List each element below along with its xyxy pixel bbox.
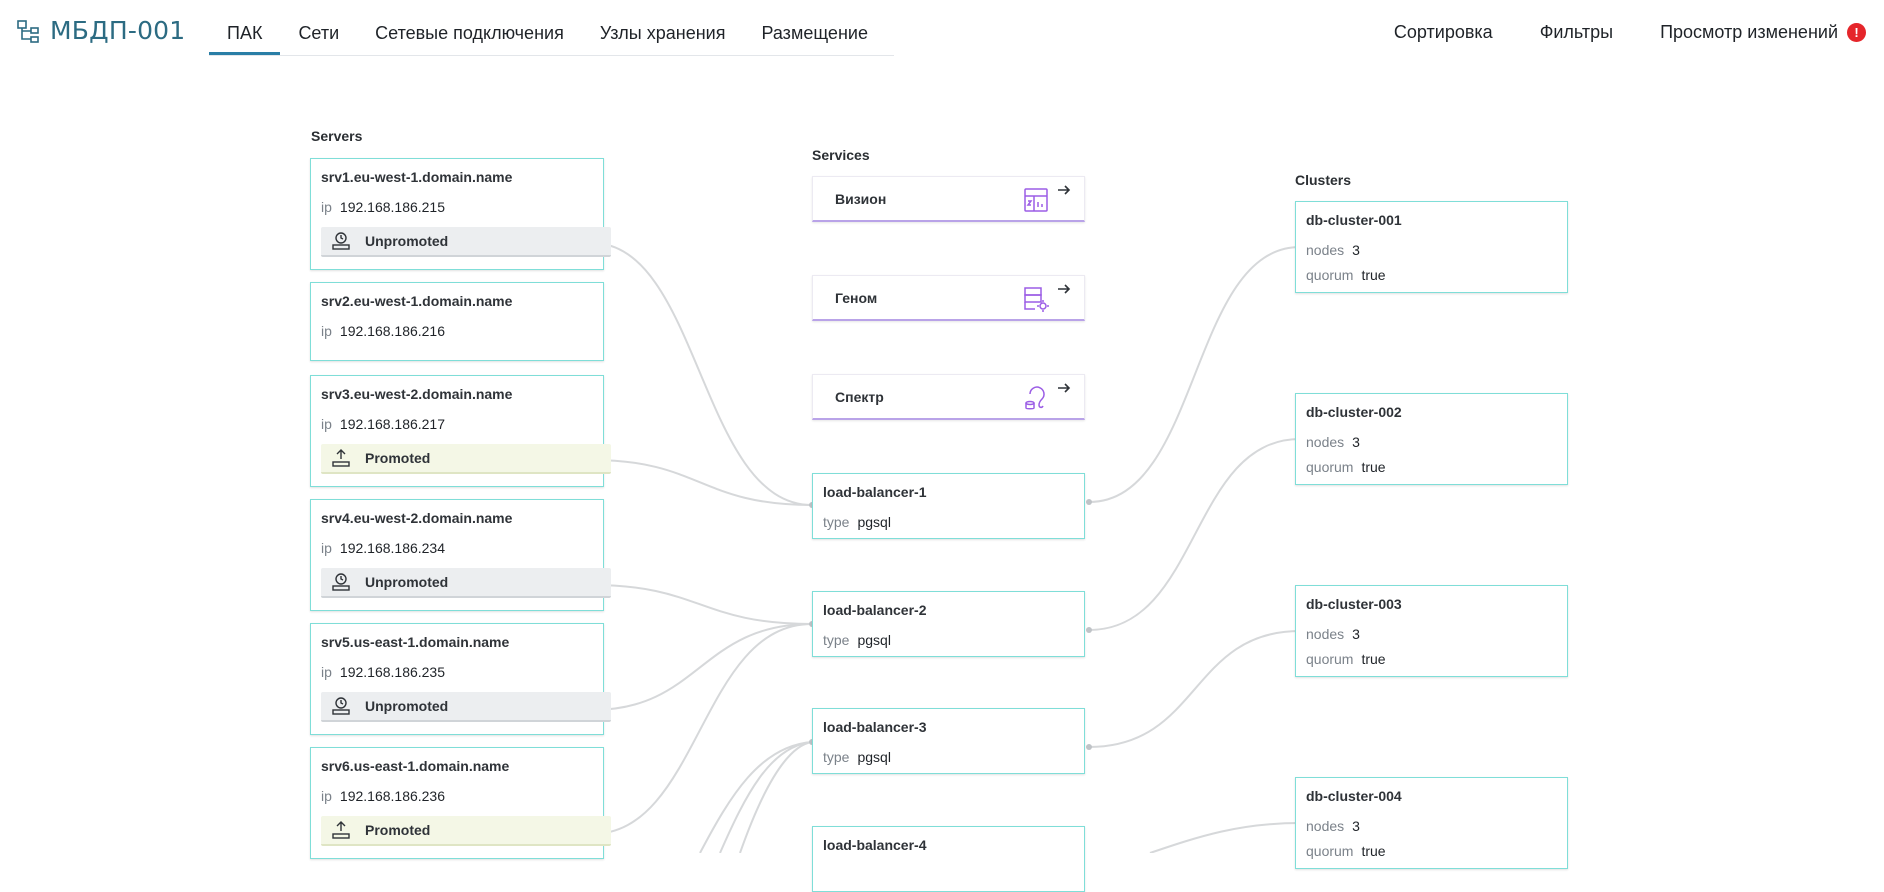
service-card-spectr[interactable]: Спектр — [812, 374, 1085, 420]
cluster-name: db-cluster-004 — [1306, 788, 1402, 804]
server-name: srv5.us-east-1.domain.name — [321, 634, 510, 650]
app-logo[interactable]: МБДП-001 — [16, 16, 185, 45]
service-card-vizion[interactable]: Визион — [812, 176, 1085, 222]
arrow-right-icon[interactable] — [1056, 182, 1072, 198]
status-badge-unpromoted[interactable]: Unpromoted — [321, 568, 611, 598]
upload-server-icon — [329, 818, 353, 842]
status-badge-promoted[interactable]: Promoted — [321, 444, 611, 474]
alert-icon: ! — [1847, 23, 1866, 42]
status-badge-unpromoted[interactable]: Unpromoted — [321, 227, 611, 257]
arrow-right-icon[interactable] — [1056, 380, 1072, 396]
server-name: srv4.eu-west-2.domain.name — [321, 510, 513, 526]
tab-networks[interactable]: Сети — [298, 23, 340, 43]
upload-server-icon — [329, 446, 353, 470]
server-name: srv2.eu-west-1.domain.name — [321, 293, 513, 309]
balancer-name: load-balancer-3 — [823, 719, 927, 735]
tab-placement[interactable]: Размещение — [761, 23, 868, 43]
server-name: srv1.eu-west-1.domain.name — [321, 169, 513, 185]
topology-icon — [17, 19, 39, 43]
cluster-name: db-cluster-003 — [1306, 596, 1402, 612]
server-name: srv3.eu-west-2.domain.name — [321, 386, 513, 402]
status-badge-unpromoted[interactable]: Unpromoted — [321, 692, 611, 722]
database-settings-icon — [1024, 287, 1049, 312]
tab-pak[interactable]: ПАК — [209, 0, 281, 55]
header-actions: Сортировка Фильтры Просмотр изменений ! — [1347, 22, 1866, 43]
view-changes-label: Просмотр изменений — [1660, 22, 1838, 42]
dashboard-icon — [1024, 188, 1048, 212]
service-label: Визион — [835, 191, 887, 207]
balancer-name: load-balancer-2 — [823, 602, 927, 618]
server-name: srv6.us-east-1.domain.name — [321, 758, 510, 774]
app-title: МБДП-001 — [50, 16, 186, 45]
service-label: Геном — [835, 290, 878, 306]
top-bar: МБДП-001 ПАК Сети Сетевые подключения Уз… — [0, 0, 1884, 56]
clock-server-icon — [329, 694, 353, 718]
clusters-column-title: Clusters — [1295, 172, 1352, 188]
arrow-right-icon[interactable] — [1056, 281, 1072, 297]
spectrum-icon — [1025, 386, 1045, 410]
balancer-name: load-balancer-4 — [823, 837, 927, 853]
clock-server-icon — [329, 570, 353, 594]
sort-button[interactable]: Сортировка — [1393, 22, 1493, 42]
tab-storage-nodes[interactable]: Узлы хранения — [599, 23, 726, 43]
service-label: Спектр — [835, 389, 884, 405]
clock-server-icon — [329, 229, 353, 253]
view-changes-button[interactable]: Просмотр изменений ! — [1660, 22, 1866, 43]
servers-column-title: Servers — [311, 128, 363, 144]
services-column-title: Services — [812, 147, 870, 163]
cluster-name: db-cluster-002 — [1306, 404, 1402, 420]
cluster-name: db-cluster-001 — [1306, 212, 1402, 228]
filters-button[interactable]: Фильтры — [1539, 22, 1614, 42]
load-balancer-card[interactable]: load-balancer-4 — [812, 826, 1085, 892]
status-badge-promoted[interactable]: Promoted — [321, 816, 611, 846]
service-card-genom[interactable]: Геном — [812, 275, 1085, 321]
balancer-name: load-balancer-1 — [823, 484, 927, 500]
main-tabs: ПАК Сети Сетевые подключения Узлы хранен… — [209, 0, 894, 56]
tab-network-connections[interactable]: Сетевые подключения — [375, 23, 564, 43]
